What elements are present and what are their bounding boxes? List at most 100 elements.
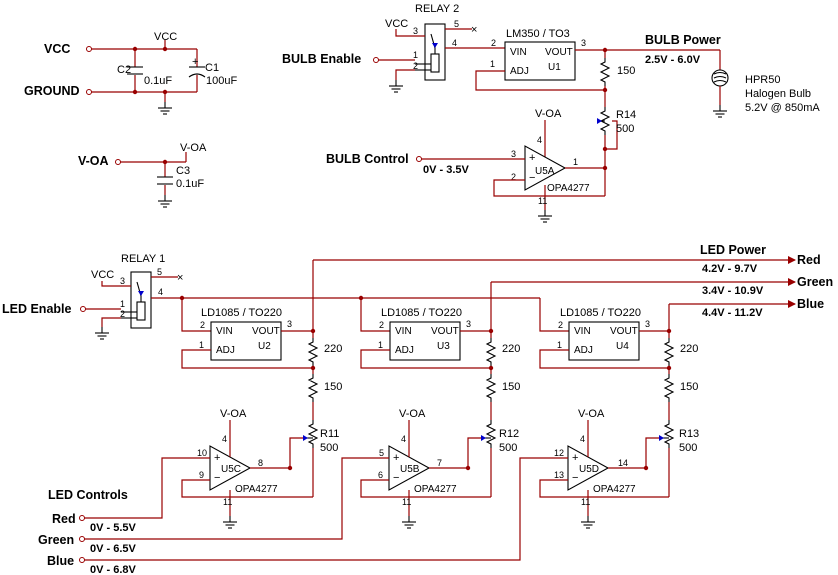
svg-text:×: × (471, 24, 477, 36)
svg-text:220: 220 (324, 343, 342, 355)
c3-ref: C3 (176, 165, 190, 177)
blue-control-terminal[interactable] (79, 557, 85, 563)
svg-text:2: 2 (200, 320, 205, 330)
voa-terminal[interactable] (115, 159, 121, 165)
svg-text:1: 1 (413, 50, 418, 60)
svg-text:3: 3 (511, 149, 516, 159)
ld1085-part-red: LD1085 / TO220 (201, 307, 282, 319)
bulb-power-label: BULB Power (645, 33, 721, 47)
svg-text:1: 1 (199, 340, 204, 350)
led-green-arrow (788, 278, 796, 286)
svg-text:+: + (192, 56, 198, 68)
led-enable-terminal[interactable] (80, 306, 86, 312)
bulb-power-range: 2.5V - 6.0V (645, 54, 701, 66)
led-power-label: LED Power (700, 243, 766, 257)
svg-text:11: 11 (402, 497, 411, 507)
relay2-ref: RELAY 2 (415, 3, 459, 15)
svg-text:2: 2 (491, 38, 496, 48)
svg-text:8: 8 (258, 458, 263, 468)
svg-text:9: 9 (199, 470, 204, 480)
led-channel-green: LD1085 / TO220 VIN VOUT ADJ U3 2 3 1 220… (79, 281, 795, 542)
led-channel-red: LD1085 / TO220 VIN VOUT ADJ U2 2 3 1 220… (79, 259, 795, 529)
led-blue-control-range: 0V - 6.8V (90, 564, 137, 575)
lamp-rating: 5.2V @ 850mA (745, 102, 820, 114)
svg-text:4: 4 (222, 434, 227, 444)
svg-text:1: 1 (120, 299, 125, 309)
svg-text:4: 4 (580, 434, 585, 444)
svg-text:6: 6 (378, 470, 383, 480)
svg-text:4: 4 (452, 38, 457, 48)
c2-value: 0.1uF (144, 75, 172, 87)
svg-text:1: 1 (490, 59, 495, 69)
led-green-control-label: Green (38, 533, 74, 547)
svg-text:3: 3 (645, 319, 650, 329)
svg-text:VIN: VIN (216, 326, 233, 337)
svg-text:150: 150 (324, 381, 342, 393)
svg-text:ADJ: ADJ (574, 345, 593, 356)
svg-text:OPA4277: OPA4277 (593, 484, 636, 495)
led-blue-arrow (788, 300, 796, 308)
led-green-output-label: Green (797, 275, 833, 289)
relay2-vcc-label: VCC (385, 18, 408, 30)
svg-text:4: 4 (401, 434, 406, 444)
svg-text:VIN: VIN (574, 326, 591, 337)
svg-text:3: 3 (581, 38, 586, 48)
led-red-output-label: Red (797, 253, 821, 267)
voa-supply-label: V-OA (180, 142, 207, 154)
led-red-power-range: 4.2V - 9.7V (702, 263, 758, 275)
svg-text:3: 3 (466, 319, 471, 329)
c1-ref: C1 (205, 62, 219, 74)
bulb-enable-terminal[interactable] (373, 57, 379, 63)
svg-text:ADJ: ADJ (216, 345, 235, 356)
bulb-control-range: 0V - 3.5V (423, 164, 470, 176)
svg-text:VIN: VIN (395, 326, 412, 337)
c2-ref: C2 (117, 64, 131, 76)
led-blue-power-range: 4.4V - 11.2V (702, 307, 763, 319)
svg-text:10: 10 (197, 448, 207, 458)
led-section: RELAY 1 VCC 3 5 × 4 LED Enable 1 2 LED P… (2, 243, 833, 575)
r-150-bulb: 150 (617, 65, 635, 77)
relay1-ref: RELAY 1 (121, 253, 165, 265)
svg-text:OPA4277: OPA4277 (235, 484, 278, 495)
svg-text:500: 500 (320, 442, 338, 454)
vcc-terminal[interactable] (86, 46, 92, 52)
svg-text:×: × (177, 272, 183, 284)
svg-text:1: 1 (573, 157, 578, 167)
voa-net-label: V-OA (78, 154, 109, 168)
power-section: VCC GROUND + VCC C2 0.1uF C1 100uF V-OA (24, 31, 237, 208)
svg-text:3: 3 (413, 26, 418, 36)
svg-text:ADJ: ADJ (395, 345, 414, 356)
svg-text:14: 14 (618, 458, 628, 468)
led-blue-control-label: Blue (47, 554, 74, 568)
u5d-ref: U5D (579, 464, 599, 475)
svg-text:VOUT: VOUT (431, 326, 459, 337)
u1-regulator (504, 41, 576, 81)
ground-terminal[interactable] (86, 89, 92, 95)
svg-text:2: 2 (511, 172, 516, 182)
svg-text:13: 13 (554, 470, 564, 480)
u3-ref: U3 (437, 341, 450, 352)
red-control-terminal[interactable] (79, 515, 85, 521)
svg-text:150: 150 (680, 381, 698, 393)
svg-text:500: 500 (679, 442, 697, 454)
bulb-control-terminal[interactable] (416, 156, 422, 162)
svg-text:7: 7 (437, 458, 442, 468)
bulb-control-label: BULB Control (326, 152, 409, 166)
svg-text:VOUT: VOUT (252, 326, 280, 337)
relay1-vcc-label: VCC (91, 269, 114, 281)
svg-text:220: 220 (680, 343, 698, 355)
c3-value: 0.1uF (176, 178, 204, 190)
svg-text:12: 12 (554, 448, 564, 458)
svg-text:ADJ: ADJ (510, 66, 529, 77)
u2-ref: U2 (258, 341, 271, 352)
svg-text:2: 2 (558, 320, 563, 330)
green-control-terminal[interactable] (79, 536, 85, 542)
led-channel-blue: LD1085 / TO220 VIN VOUT ADJ U4 2 3 1 220… (79, 298, 795, 563)
svg-text:2: 2 (413, 61, 418, 71)
lm350-part: LM350 / TO3 (506, 28, 570, 40)
r13-ref: R13 (679, 428, 699, 440)
c1-value: 100uF (206, 75, 237, 87)
svg-text:4: 4 (158, 287, 163, 297)
svg-text:2: 2 (120, 309, 125, 319)
